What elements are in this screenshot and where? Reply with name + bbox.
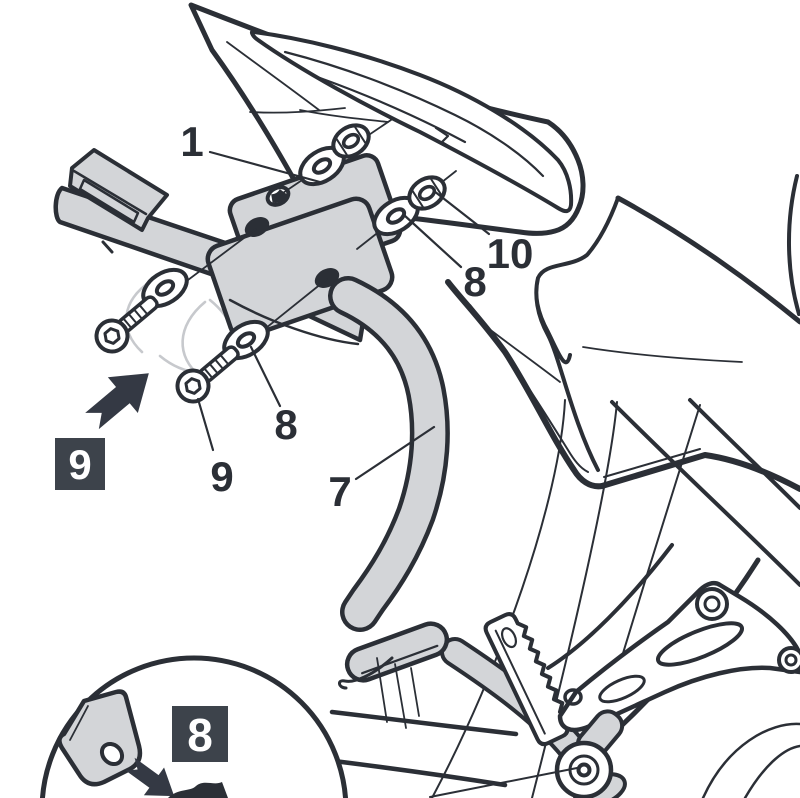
- part-label-8-right: 8: [463, 258, 486, 305]
- strap-bracket: [57, 689, 143, 787]
- part-label-1: 1: [180, 118, 203, 165]
- footpeg-bracket: [557, 580, 800, 733]
- part-label-10: 10: [487, 230, 534, 277]
- rubber-pad: [68, 148, 169, 232]
- part-label-8-left: 8: [274, 401, 297, 448]
- direction-arrow-icon: [77, 355, 164, 439]
- part-label-9: 9: [210, 453, 233, 500]
- leader-lines: [196, 150, 491, 481]
- washers: [141, 145, 420, 361]
- step-badge-8: 8: [172, 706, 228, 762]
- step-badge-9: 9: [55, 438, 105, 490]
- step-badge-8-number: 8: [187, 709, 213, 761]
- frame-tube: [329, 709, 519, 788]
- part-label-7: 7: [328, 468, 351, 515]
- tube-foot: [338, 621, 450, 729]
- flange-nuts: [331, 123, 447, 211]
- rack-tube: [328, 276, 450, 632]
- tail-bodywork: [188, 2, 586, 247]
- step-badge-9-number: 9: [68, 441, 91, 488]
- part-labels: 1 10 8 8 9 7: [180, 118, 533, 515]
- pointed-part-edge: [168, 782, 228, 798]
- socket-screws: [94, 295, 240, 404]
- footrest-peg: [483, 612, 571, 747]
